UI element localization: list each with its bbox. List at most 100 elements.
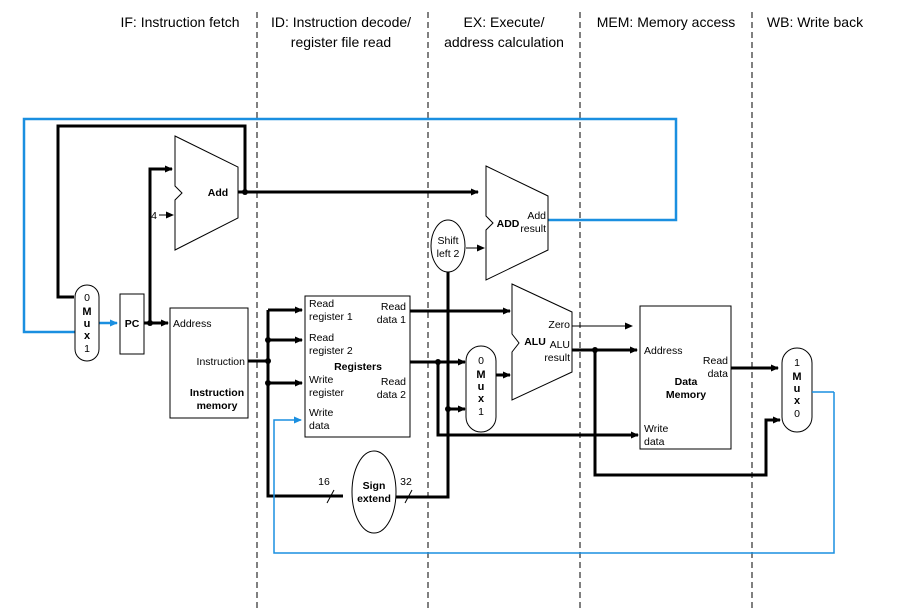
junctions — [147, 189, 598, 412]
junction-dot — [242, 189, 248, 195]
const4-label: 4 — [151, 210, 157, 222]
branch-adder-shape — [485, 165, 549, 281]
reg-write-data-label-line1: Write — [309, 407, 333, 419]
imem-instruction-port-label: Instruction — [197, 356, 246, 368]
imem-address-port-label: Address — [173, 318, 212, 330]
mux-ex-input1-label: 1 — [478, 406, 484, 418]
junction-dot — [265, 358, 271, 364]
write-register-label-line1: Write — [309, 374, 333, 386]
pc-register — [119, 293, 145, 355]
dmem-address-port-label: Address — [644, 345, 683, 357]
read-data1-label-line1: Read — [381, 301, 406, 313]
mux-wb-body — [781, 347, 813, 433]
registers-body — [304, 295, 411, 438]
mux-wb-u: u — [794, 383, 801, 395]
mux-ex-body — [465, 345, 497, 433]
program-counter: PC — [119, 293, 145, 355]
mux-if-body — [74, 284, 100, 362]
mux-ex: 0 M u x 1 — [465, 345, 497, 433]
shift-label-line2: left 2 — [437, 248, 460, 260]
read-data2-label-line2: data 2 — [377, 389, 406, 401]
dmem-write-data-label-line1: Write — [644, 423, 668, 435]
read-register2-label-line2: register 2 — [309, 345, 353, 357]
read-data2-label-line1: Read — [381, 376, 406, 388]
sign-extend-to-mux-wire — [396, 405, 466, 499]
mux-wb-m: M — [792, 371, 801, 383]
mux-if: 0 M u x 1 — [74, 284, 100, 362]
mux-if-u: u — [84, 318, 91, 330]
mux-wb: 1 M u x 0 — [781, 347, 813, 433]
instruction-memory: Address Instruction Instruction memory — [169, 307, 249, 419]
dmem-read-data-label-line1: Read — [703, 355, 728, 367]
pc-plus4-feedback-wire — [56, 124, 247, 299]
shift-left-2: Shift left 2 — [430, 219, 466, 273]
dmem-body — [639, 305, 732, 450]
sign-extend-input-bits: 16 — [318, 476, 330, 488]
mux-if-input0-label: 0 — [84, 292, 90, 304]
pc-to-adder-wire — [148, 165, 173, 323]
imem-body — [169, 307, 249, 419]
branch-target-path — [22, 117, 678, 334]
mux-ex-x: x — [478, 393, 485, 405]
alu-shape — [511, 283, 573, 401]
register-file: Read register 1 Read register 2 Write re… — [304, 295, 411, 438]
stage-ex-label-line2: address calculation — [444, 34, 564, 50]
junction-dot — [445, 406, 451, 412]
pc-adder-shape — [174, 135, 239, 251]
stage-ex-label-line1: EX: Execute/ — [464, 14, 545, 30]
mux-ex-u: u — [478, 381, 485, 393]
mux-wb-x: x — [794, 395, 801, 407]
alu-result-label-line2: result — [544, 352, 570, 364]
read-register2-label-line1: Read — [309, 332, 334, 344]
branch-adder-label: ADD — [497, 218, 520, 230]
mux-wb-input0-label: 0 — [794, 408, 800, 420]
pc-adder: Add 4 — [151, 135, 239, 251]
junction-dot — [592, 347, 598, 353]
alu-zero-label: Zero — [548, 319, 570, 331]
sign-extend-body — [351, 450, 397, 534]
branch-adder-result-label-line2: result — [520, 223, 546, 235]
alu-result-label-line1: ALU — [550, 339, 570, 351]
read-data2-to-dmem-wire — [436, 362, 639, 439]
read-data1-label-line2: data 1 — [377, 314, 406, 326]
branch-adder-result-label-line1: Add — [527, 210, 546, 222]
alu-label: ALU — [524, 336, 546, 348]
bus-width-tick-16 — [326, 489, 335, 504]
write-register-label-line2: register — [309, 387, 345, 399]
stage-id-label-line2: register file read — [291, 34, 391, 50]
writeback-data-path — [273, 392, 835, 554]
junction-dot — [265, 380, 271, 386]
reg-write-data-label-line2: data — [309, 420, 330, 432]
alu-result-bypass-wire — [593, 350, 781, 477]
dmem-name-line2: Memory — [666, 389, 706, 401]
mux-if-x: x — [84, 330, 91, 342]
bus-width-tick-32 — [404, 489, 413, 504]
sign-extend-label-line2: extend — [357, 493, 391, 505]
junction-dot — [265, 337, 271, 343]
dmem-name-line1: Data — [675, 376, 698, 388]
mux-ex-m: M — [476, 369, 485, 381]
mux-if-m: M — [82, 306, 91, 318]
shift-label-line1: Shift — [437, 235, 458, 247]
stage-separators — [256, 12, 753, 612]
read-register1-label-line1: Read — [309, 298, 334, 310]
sign-extend-label-line1: Sign — [363, 480, 386, 492]
mux-if-input1-label: 1 — [84, 343, 90, 355]
shift-left-body — [430, 219, 466, 273]
registers-name: Registers — [334, 361, 382, 373]
mux-ex-input0-label: 0 — [478, 355, 484, 367]
wires — [22, 117, 835, 554]
stage-id-label-line1: ID: Instruction decode/ — [271, 14, 411, 30]
imem-name-line1: Instruction — [190, 387, 244, 399]
stage-mem-label: MEM: Memory access — [597, 14, 735, 30]
junction-dot — [435, 359, 441, 365]
junction-dot — [147, 320, 153, 326]
alu: ALU Zero ALU result — [511, 283, 573, 401]
pc-label: PC — [125, 318, 140, 330]
stage-if-label: IF: Instruction fetch — [120, 14, 239, 30]
data-memory: Address Read data Data Memory Write data — [639, 305, 732, 450]
stage-labels: IF: Instruction fetch ID: Instruction de… — [120, 14, 864, 50]
instruction-bus-wire — [266, 310, 343, 498]
